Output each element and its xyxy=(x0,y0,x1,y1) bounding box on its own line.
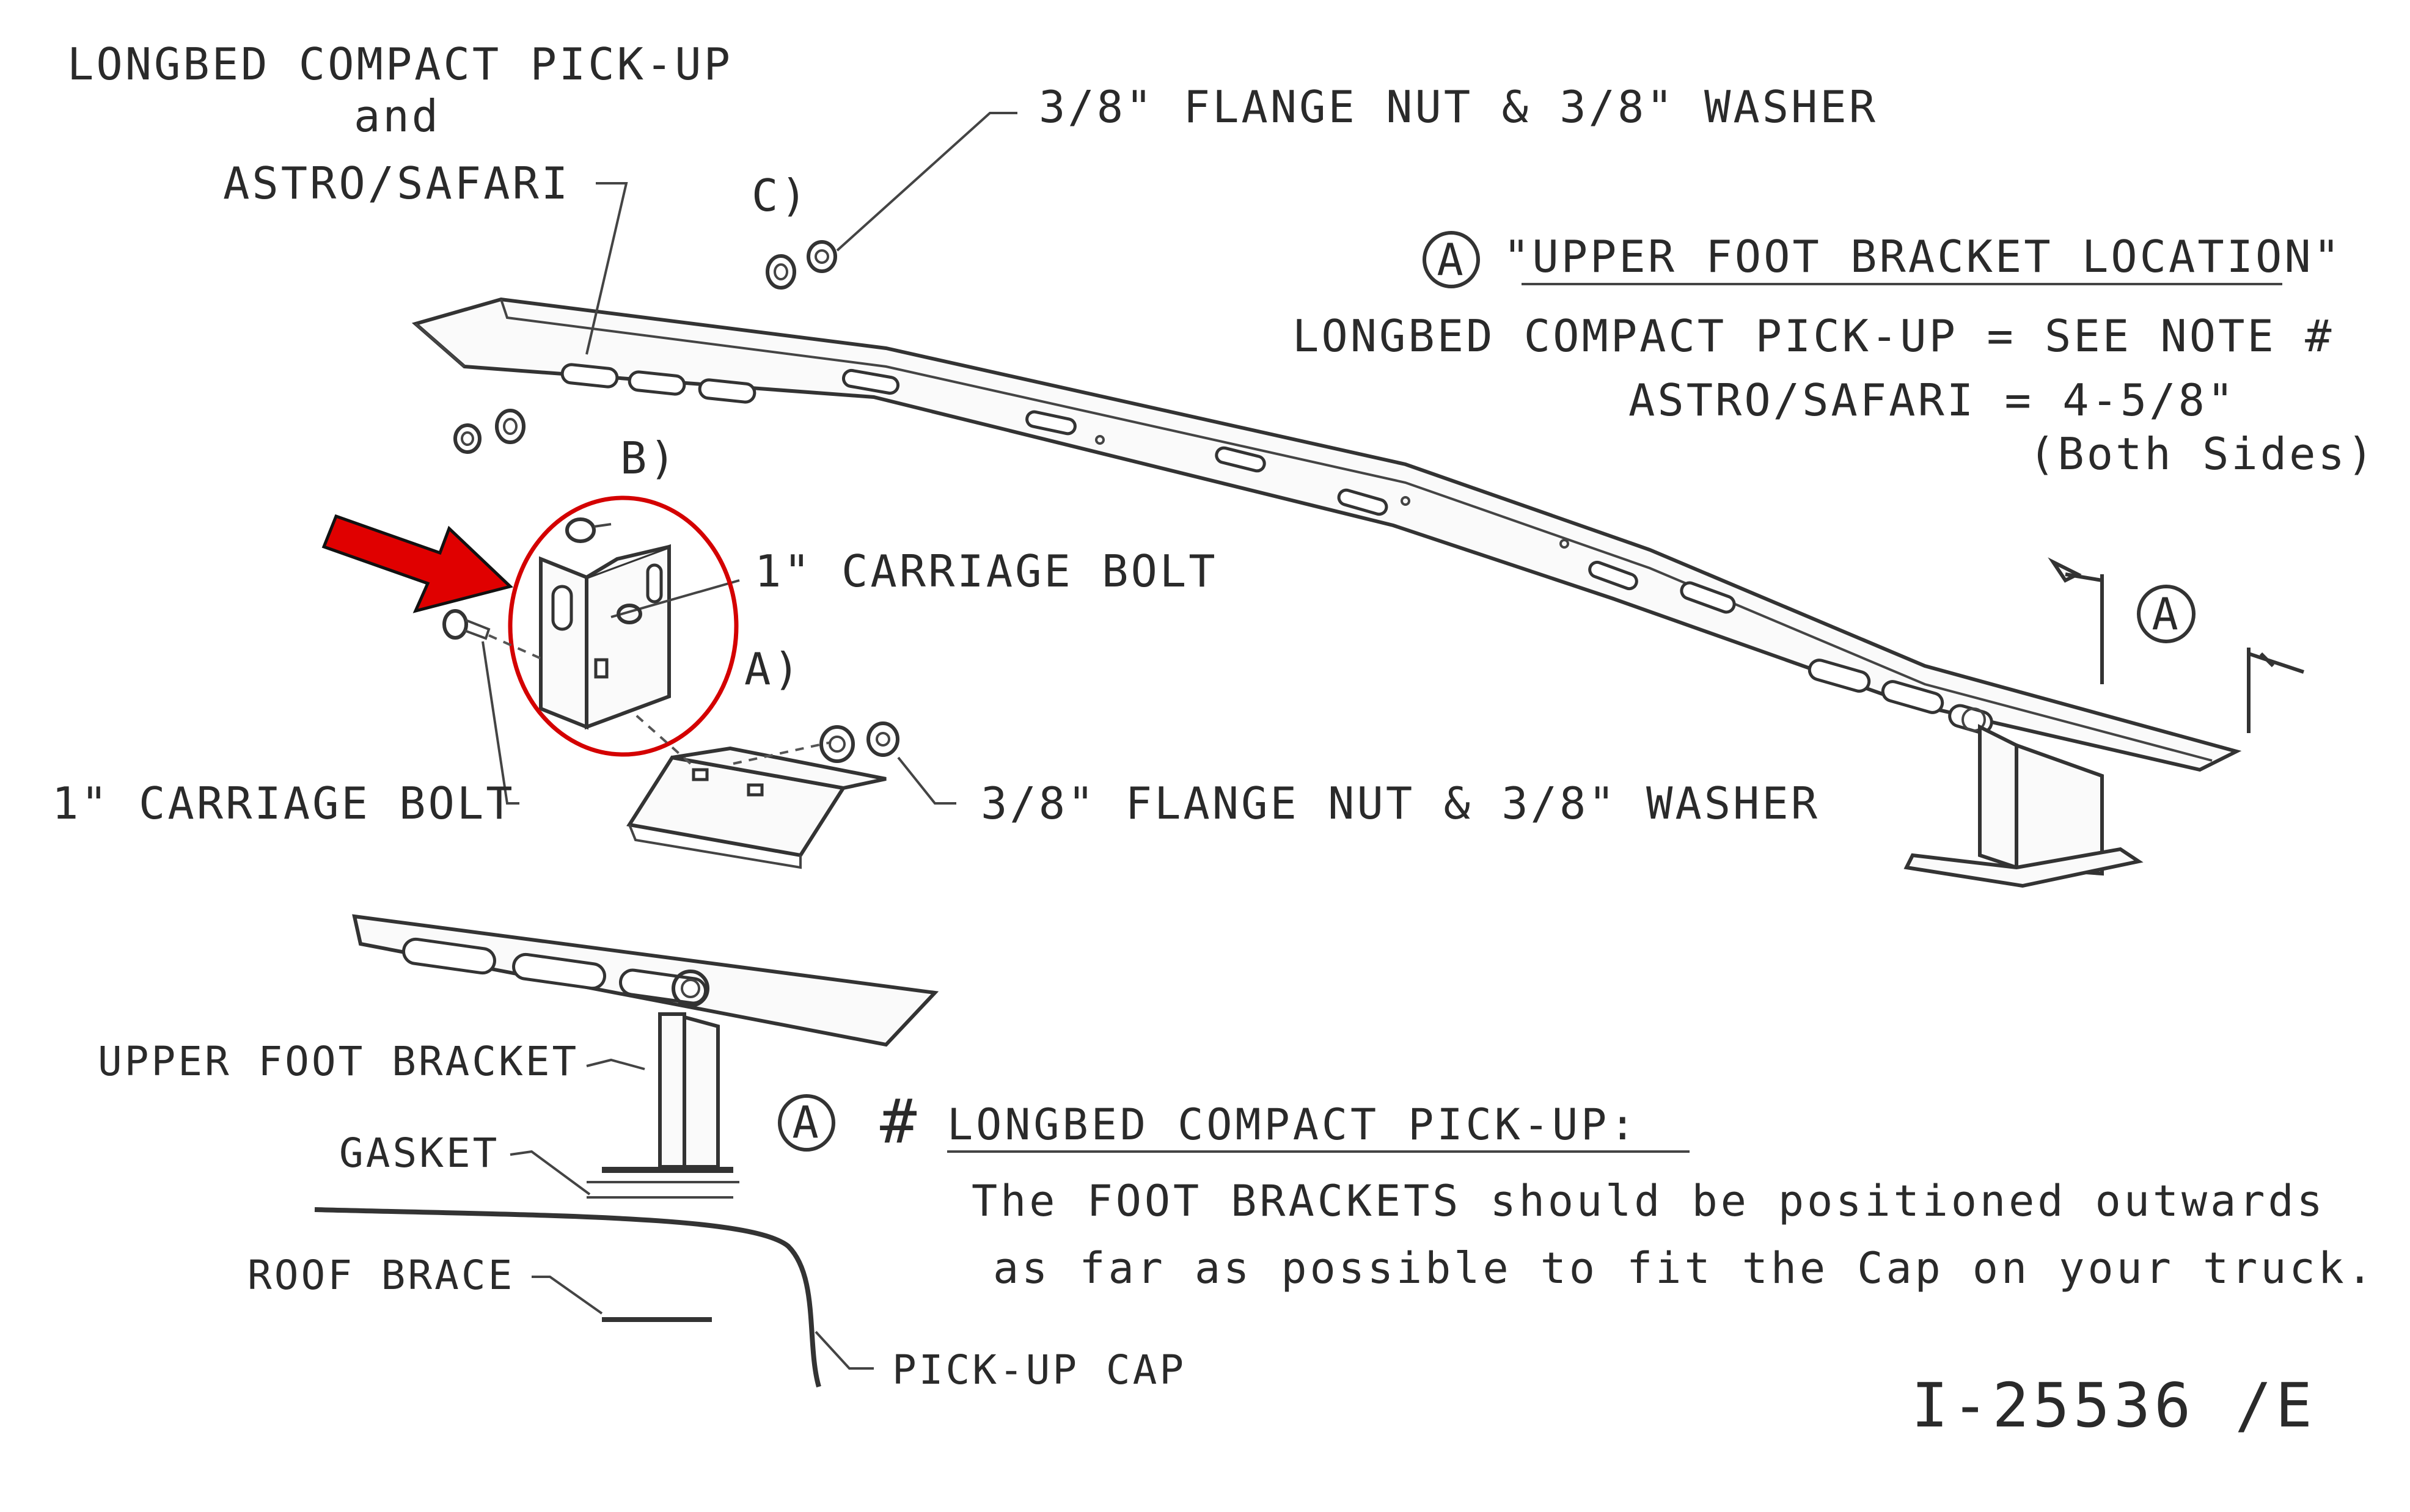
leader-carriage-left xyxy=(482,641,519,805)
detail-foot-bracket xyxy=(587,1012,739,1183)
highlight-circle xyxy=(508,495,739,757)
circle-a-label-right: A xyxy=(2152,588,2180,640)
leader-flange-top xyxy=(836,112,1017,252)
label-astro-measurement: ASTRO/SAFARI = 4-5/8" xyxy=(1628,374,2236,426)
note-line-1: The FOOT BRACKETS should be positioned o… xyxy=(972,1176,2326,1226)
foot-bracket-b xyxy=(539,517,740,730)
leader-astro xyxy=(585,182,628,355)
leader-flange-bottom xyxy=(897,756,956,805)
leader-roof-brace xyxy=(532,1276,603,1315)
detail-rail xyxy=(352,914,939,1047)
label-flange-nut-top: 3/8" FLANGE NUT & 3/8" WASHER xyxy=(1039,81,1878,133)
callout-a: A) xyxy=(744,643,802,695)
label-astro-safari: ASTRO/SAFARI xyxy=(223,158,570,209)
note-heading: LONGBED COMPACT PICK-UP: xyxy=(947,1100,1638,1150)
label-carriage-bolt-left: 1" CARRIAGE BOLT xyxy=(52,778,515,829)
dimension-a: A xyxy=(2048,557,2304,733)
circle-a-label-top: A xyxy=(1437,234,1465,285)
label-longbed-see-note: LONGBED COMPACT PICK-UP = SEE NOTE # xyxy=(1292,310,2334,362)
leader-upper-foot-bracket xyxy=(586,1058,645,1070)
callout-c: C) xyxy=(752,170,810,221)
leader-gasket xyxy=(510,1150,591,1196)
label-gasket: GASKET xyxy=(339,1130,499,1177)
label-roof-brace: ROOF BRACE xyxy=(247,1252,515,1299)
label-longbed-top: LONGBED COMPACT PICK-UP xyxy=(67,38,733,90)
right-foot-bracket xyxy=(1903,724,2144,888)
label-pickup-cap: PICK-UP CAP xyxy=(892,1346,1186,1393)
note-line-2: as far as possible to fit the Cap on you… xyxy=(993,1243,2376,1293)
label-carriage-bolt-right: 1" CARRIAGE BOLT xyxy=(755,546,1218,597)
roof-rail xyxy=(411,297,2242,772)
circle-a-label-note: A xyxy=(792,1097,821,1148)
label-upper-foot-bracket: UPPER FOOT BRACKET xyxy=(98,1038,579,1085)
drawing-number: I-25536 /E xyxy=(1911,1370,2316,1441)
pickup-cap-outline xyxy=(314,1207,821,1388)
label-flange-nut-bottom: 3/8" FLANGE NUT & 3/8" WASHER xyxy=(981,778,1820,829)
washer-nut-left xyxy=(453,409,526,454)
washer-nut-bottom xyxy=(819,721,899,763)
note-hash: # xyxy=(880,1086,920,1157)
foot-plate-a xyxy=(626,714,887,869)
location-title: A "UPPER FOOT BRACKET LOCATION" xyxy=(1423,231,2342,288)
leader-pickup-cap xyxy=(815,1331,874,1370)
washer-nut-top xyxy=(766,240,837,290)
carriage-bolt-left xyxy=(442,609,544,661)
callout-b: B) xyxy=(620,433,678,484)
label-upper-foot-location: "UPPER FOOT BRACKET LOCATION" xyxy=(1503,231,2342,282)
label-and: and xyxy=(354,90,441,142)
red-arrow-pointer xyxy=(321,514,513,613)
note-block: A # LONGBED COMPACT PICK-UP: The FOOT BR… xyxy=(778,1086,2376,1293)
label-both-sides: (Both Sides) xyxy=(2029,428,2376,480)
